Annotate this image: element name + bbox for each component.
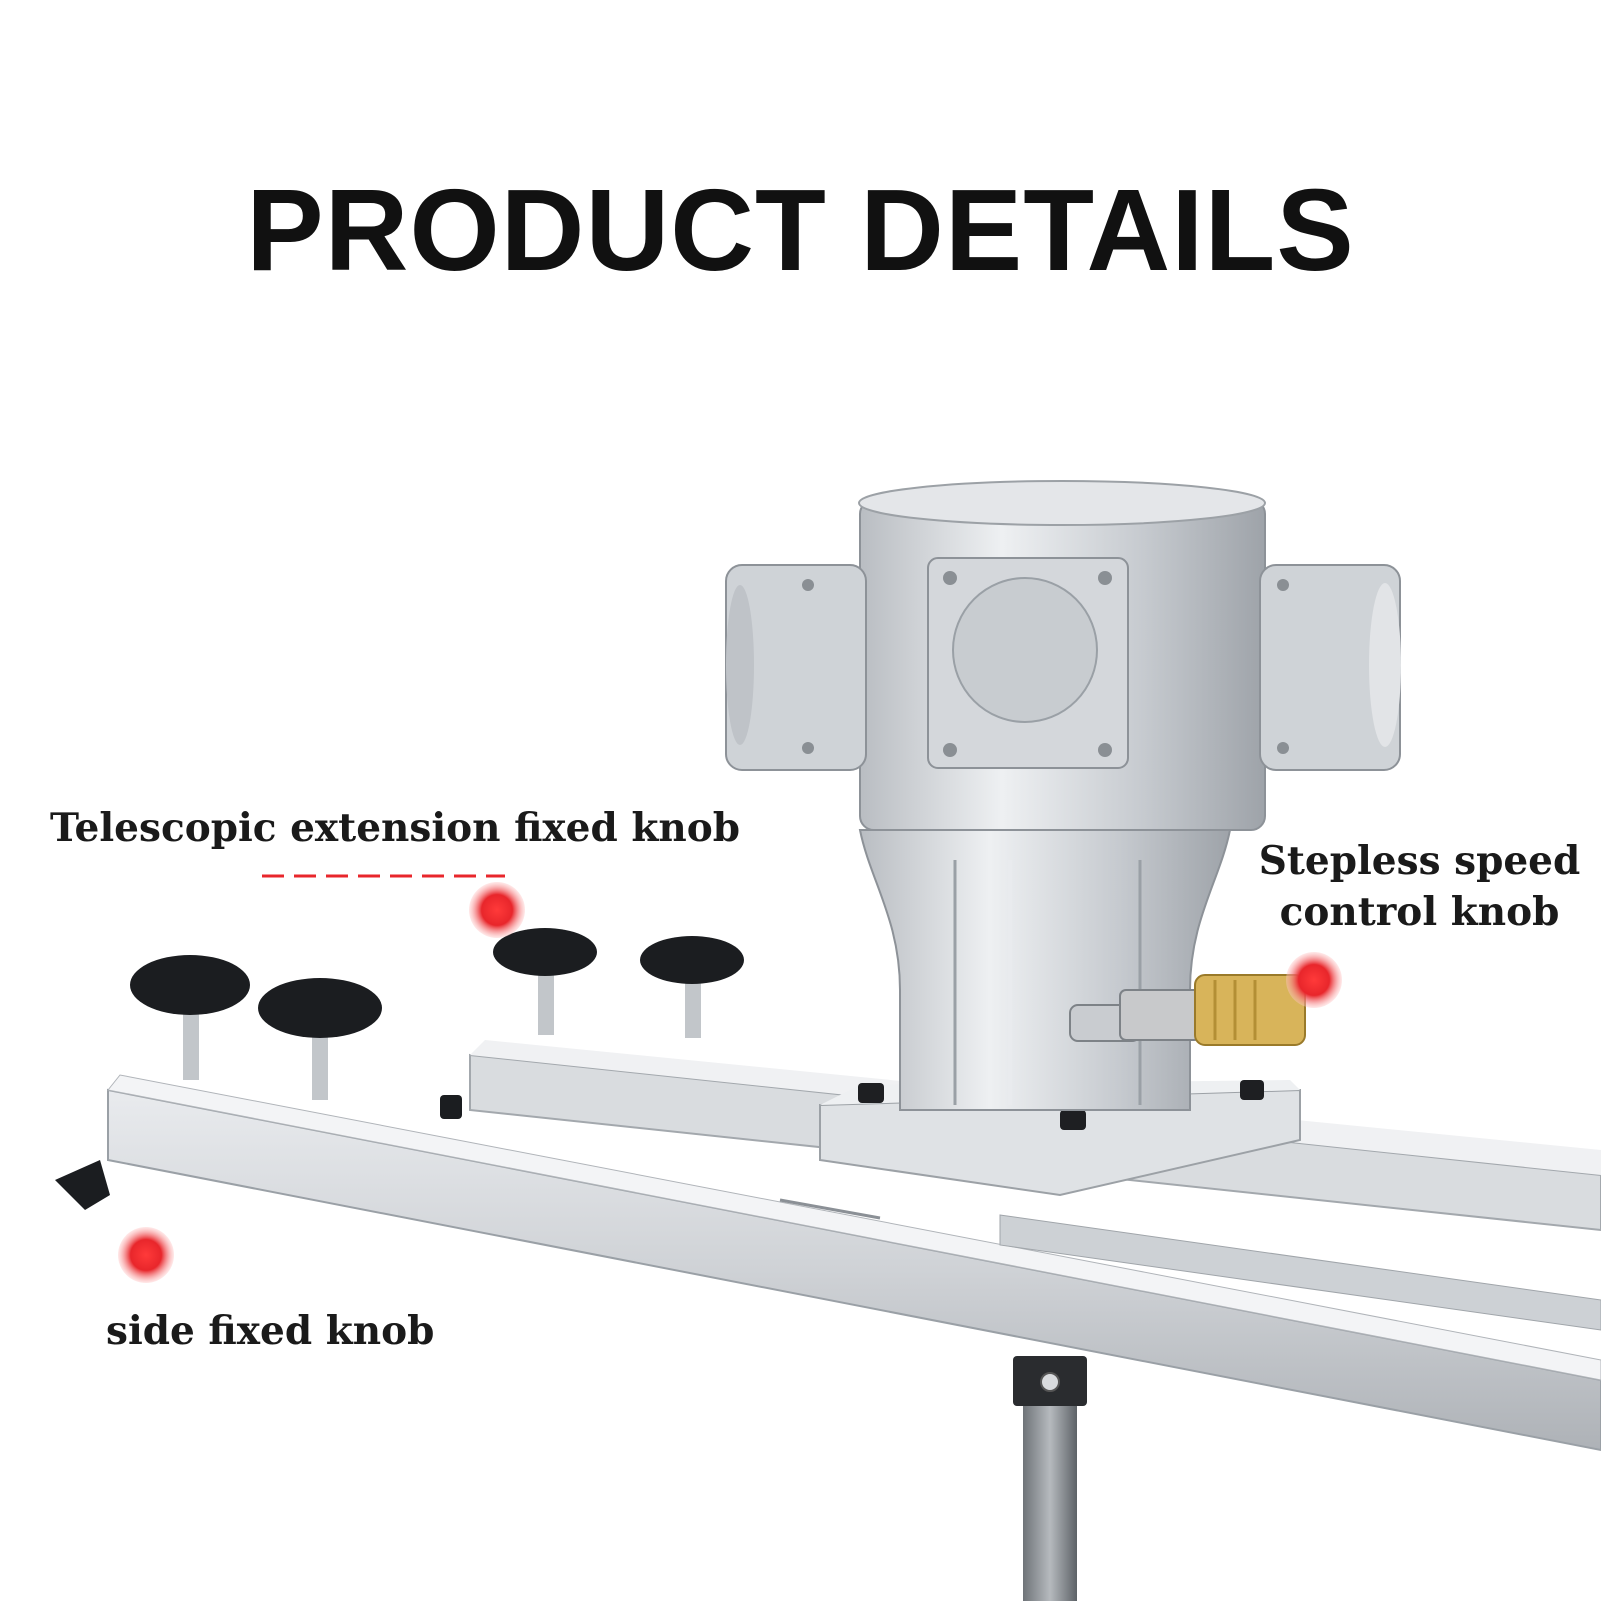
red-dot-icon — [118, 1227, 174, 1283]
speed-control-valve — [1069, 974, 1306, 1046]
main-rail — [107, 1074, 1601, 1452]
red-dot-icon — [469, 882, 525, 938]
support-pole — [1013, 1356, 1087, 1601]
red-dot-icon — [1286, 952, 1342, 1008]
page-title: PRODUCT DETAILS — [246, 165, 1355, 295]
callout-stepless-line1: Stepless speed — [1258, 838, 1581, 884]
callout-side-knob: side fixed knob — [106, 1308, 435, 1354]
star-knob-icon — [55, 928, 744, 1210]
callout-stepless-line2: control knob — [1279, 888, 1560, 935]
callout-telescopic-knob: Telescopic extension fixed knob — [50, 805, 741, 851]
callout-stepless-speed-knob: Stepless speed control knob — [1252, 836, 1587, 937]
